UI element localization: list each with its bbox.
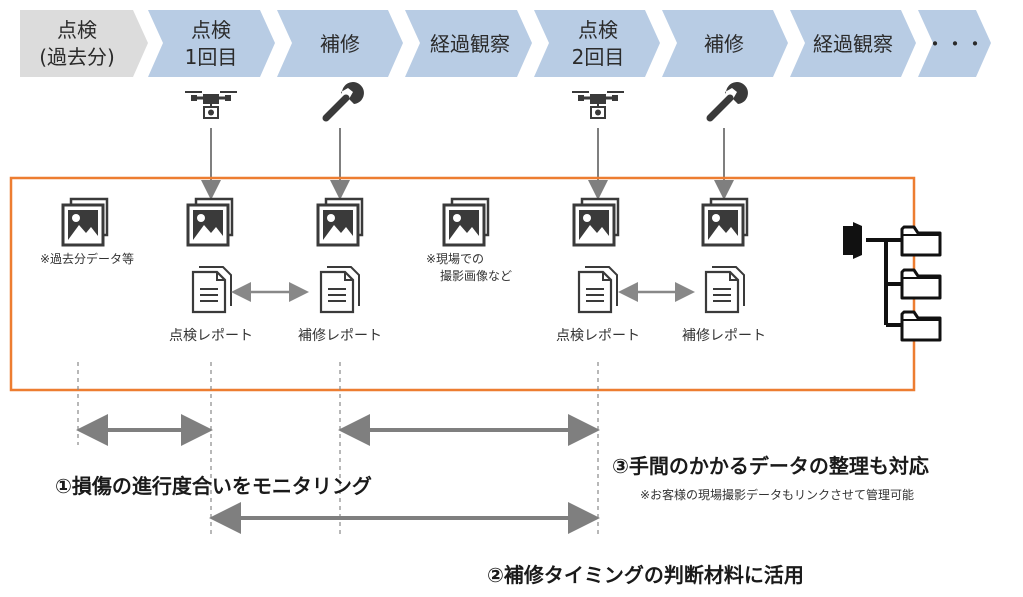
step-line2: 2回目 (572, 45, 625, 69)
step-label: 補修 (704, 32, 744, 56)
step-label: ・・・ (925, 32, 985, 56)
step-observation-1: 経過観察 (405, 10, 532, 77)
past-data-note: ※過去分データ等 (40, 251, 134, 266)
site-photo-note-line1: ※現場での (426, 252, 484, 266)
image-icon (572, 197, 620, 247)
benefit-data-organization-note: ※お客様の現場撮影データもリンクさせて管理可能 (640, 487, 914, 502)
step-label: 経過観察 (430, 32, 510, 56)
drone-icon (570, 90, 626, 120)
repair-report-label: 補修レポート (682, 328, 766, 344)
step-line1: 点検 (57, 18, 97, 42)
folder-tree-icon (843, 222, 942, 342)
document-icon (704, 265, 746, 314)
document-icon (319, 265, 361, 314)
step-inspection-1: 点検 1回目 (148, 10, 275, 77)
process-timeline: 点検 (過去分) 点検 1回目 補修 経過観察 点検 2回目 補修 経過観察 (20, 10, 991, 77)
image-icon (701, 197, 749, 247)
benefit-repair-timing: ②補修タイミングの判断材料に活用 (487, 563, 804, 587)
step-repair-2: 補修 (662, 10, 788, 77)
document-icon (191, 265, 233, 314)
wrench-icon (710, 82, 748, 118)
image-icon (61, 197, 109, 247)
step-repair-1: 補修 (277, 10, 403, 77)
step-label: 経過観察 (813, 32, 893, 56)
step-line2: (過去分) (39, 45, 115, 69)
step-inspection-2: 点検 2回目 (534, 10, 660, 77)
image-icon (442, 197, 490, 247)
step-label: 補修 (320, 32, 360, 56)
benefit-monitoring: ①損傷の進行度合いをモニタリング (55, 474, 372, 498)
folder-icon (900, 310, 942, 342)
wrench-icon (326, 82, 364, 118)
benefit-data-organization: ③手間のかかるデータの整理も対応 (612, 454, 929, 478)
step-observation-2: 経過観察 (790, 10, 916, 77)
step-continuation: ・・・ (918, 10, 991, 77)
image-icon (316, 197, 364, 247)
step-line1: 点検 (191, 18, 231, 42)
step-line2: 1回目 (185, 45, 238, 69)
inspection-report-label: 点検レポート (169, 328, 253, 344)
drone-icon (183, 90, 239, 120)
site-photo-note-line2: 撮影画像など (440, 269, 512, 283)
document-icon (577, 265, 619, 314)
image-icon (186, 197, 234, 247)
inspection-report-label: 点検レポート (556, 328, 640, 344)
step-line1: 点検 (578, 18, 618, 42)
folder-icon (900, 268, 942, 300)
repair-report-label: 補修レポート (298, 328, 382, 344)
folder-icon (900, 225, 942, 257)
step-past-inspection: 点検 (過去分) (20, 10, 148, 77)
